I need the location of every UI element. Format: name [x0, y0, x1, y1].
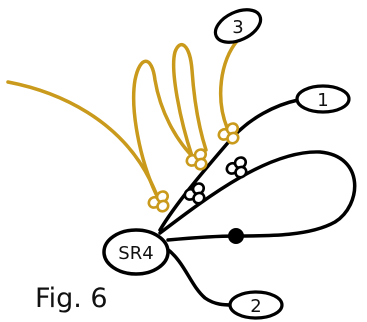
loop-strand-center [166, 234, 238, 242]
black-knot-2 [225, 156, 248, 179]
gold-knots [147, 122, 240, 213]
junction-dot [228, 228, 244, 244]
node-3-label: 3 [232, 17, 243, 38]
gold-strand-hairpin-1 [131, 59, 198, 196]
gold-strands [6, 38, 240, 206]
node-1-label: 1 [317, 90, 328, 111]
black-knots [183, 156, 248, 205]
loop-strand-upper [158, 150, 357, 238]
gold-knot-1 [147, 190, 170, 213]
strand-to-node-2 [164, 246, 234, 307]
gold-strand-to-node-3 [218, 38, 240, 132]
node-2-ellipse [228, 290, 284, 320]
node-3: 3 [213, 8, 263, 44]
gold-strand-hairpin-2 [171, 42, 208, 158]
node-1: 1 [295, 84, 351, 114]
figure-caption: Fig. 6 [35, 283, 108, 314]
hub-label: SR4 [118, 243, 153, 264]
black-knot-1 [183, 182, 206, 205]
black-strands [158, 98, 357, 307]
gold-knot-2 [185, 148, 208, 171]
hub-ellipse [102, 228, 170, 276]
node-2: 2 [228, 290, 284, 320]
node-1-ellipse [295, 84, 351, 114]
gold-knot-3 [217, 122, 240, 145]
node-3-ellipse [213, 8, 263, 44]
node-2-label: 2 [250, 296, 261, 317]
hub-node: SR4 [102, 228, 170, 276]
gold-strand-long [6, 80, 162, 206]
